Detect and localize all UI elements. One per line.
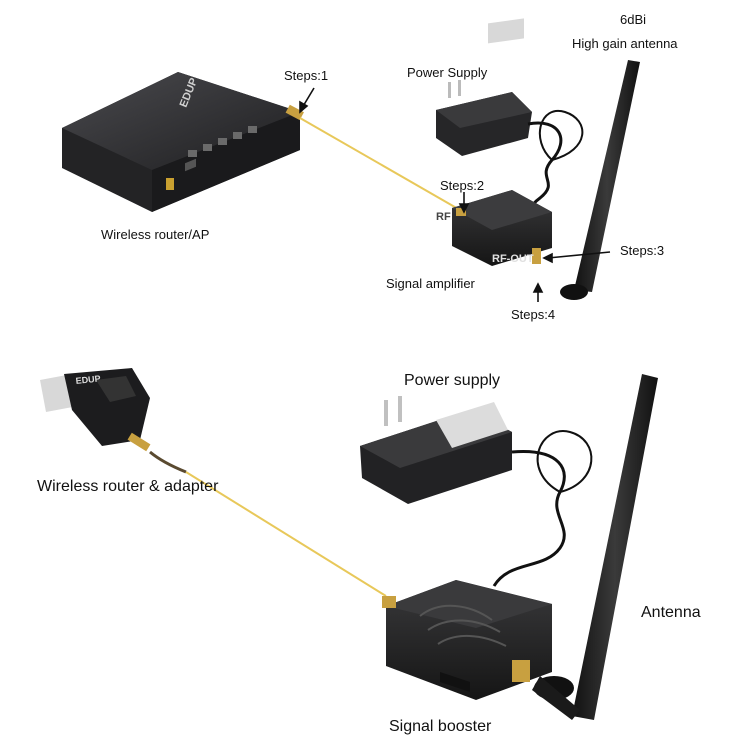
adapter-pigtail [149, 450, 187, 474]
antenna-base-top [560, 284, 588, 300]
rf-cable-bottom [185, 471, 387, 597]
step-4-label: Steps:4 [511, 307, 556, 322]
adapter-connector [127, 432, 151, 452]
high-gain-antenna-image [574, 60, 640, 292]
power-supply-bottom-image [360, 396, 512, 504]
power-supply-top-image [436, 18, 532, 156]
signal-amplifier-label: Signal amplifier [386, 276, 475, 291]
antenna-bottom-label: Antenna [641, 604, 701, 621]
rf-cable-top [299, 117, 461, 211]
antenna-bottom-image [572, 374, 658, 720]
high-gain-antenna-label: High gain antenna [572, 36, 678, 51]
power-cable-top-loop [538, 109, 584, 161]
wireless-router-label: Wireless router/AP [101, 227, 210, 242]
signal-amplifier-top-image [452, 190, 552, 266]
power-supply-bottom-label: Power supply [404, 372, 501, 389]
adapter-brand-text: EDUP [75, 373, 101, 386]
usb-adapter-image [40, 368, 150, 446]
power-cable-bottom [492, 450, 566, 587]
amplifier-port-in-text: RF [436, 211, 451, 223]
power-cable-bottom-loop [536, 430, 593, 493]
step-3-label: Steps:3 [620, 243, 665, 258]
wireless-router-image [62, 72, 300, 212]
amplifier-port-out-text: RF-OUT [492, 253, 534, 265]
router-connector [285, 104, 304, 121]
wireless-router-adapter-label: Wireless router & adapter [37, 478, 219, 495]
signal-booster-label: Signal booster [389, 718, 492, 735]
antenna-joint-bottom [532, 676, 580, 720]
antenna-gain-label: 6dBi [620, 12, 647, 27]
step-1-label: Steps:1 [284, 68, 329, 83]
step-2-label: Steps:2 [440, 178, 485, 193]
step-arrows-top [299, 87, 611, 302]
signal-booster-image [382, 580, 552, 700]
power-supply-top-label: Power Supply [407, 65, 488, 80]
